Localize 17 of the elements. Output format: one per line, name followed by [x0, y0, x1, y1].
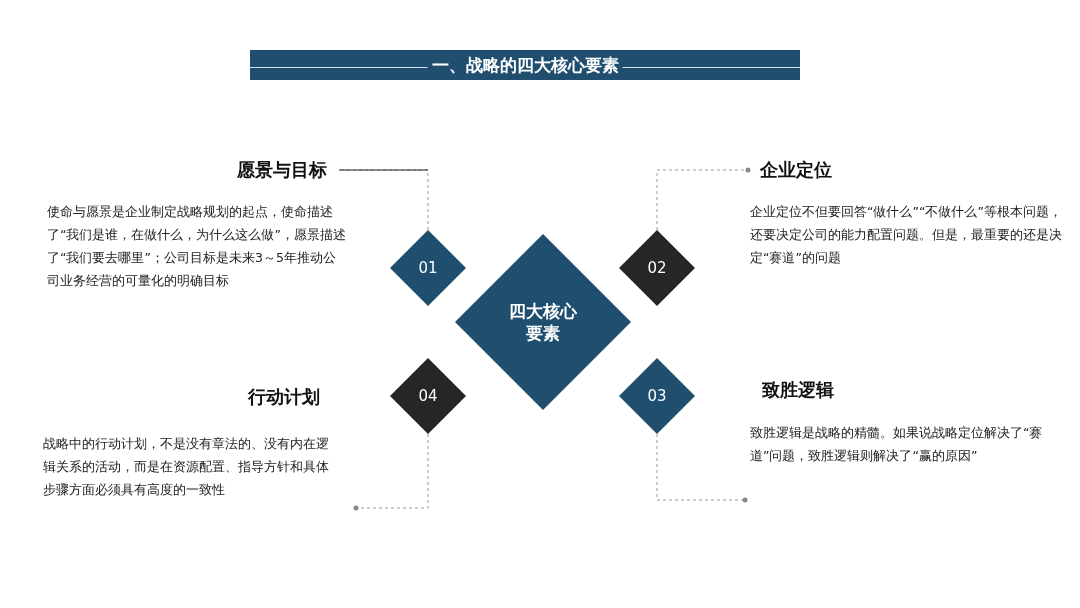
number-diamond: 01 [390, 230, 466, 306]
number-diamond: 03 [619, 358, 695, 434]
title-banner: 一、战略的四大核心要素 [250, 50, 800, 80]
description-text: 使命与愿景是企业制定战略规划的起点，使命描述了“我们是谁，在做什么，为什么这么做”，愿景描述了“我们要去哪里”；公司目标是未来3～5年推动公司业务经营的可量化的明确目标 [47, 203, 347, 290]
connector-line [656, 167, 751, 231]
core-diamond: 四大核心要素 [455, 234, 631, 410]
number-diamond: 04 [390, 358, 466, 434]
section-heading: 致胜逻辑 [762, 378, 834, 402]
section-heading: 愿景与目标 [237, 158, 327, 182]
connector-line [656, 433, 748, 503]
description-text: 致胜逻辑是战略的精髓。如果说战略定位解决了“赛道”问题，致胜逻辑则解决了“赢的原因” [750, 424, 1044, 465]
description-text: 战略中的行动计划，不是没有章法的、没有内在逻辑关系的活动，而是在资源配置、指导方针和具体步骤方面必须具有高度的一致性 [43, 435, 330, 499]
section-heading: 行动计划 [248, 385, 320, 409]
description-text: 企业定位不但要回答“做什么”“不做什么”等根本问题，还要决定公司的能力配置问题。但是，最重要的还是决定“赛道”的问题 [750, 203, 1062, 267]
connector-line [353, 433, 429, 511]
number-diamond: 02 [619, 230, 695, 306]
section-heading: 企业定位 [760, 158, 832, 182]
